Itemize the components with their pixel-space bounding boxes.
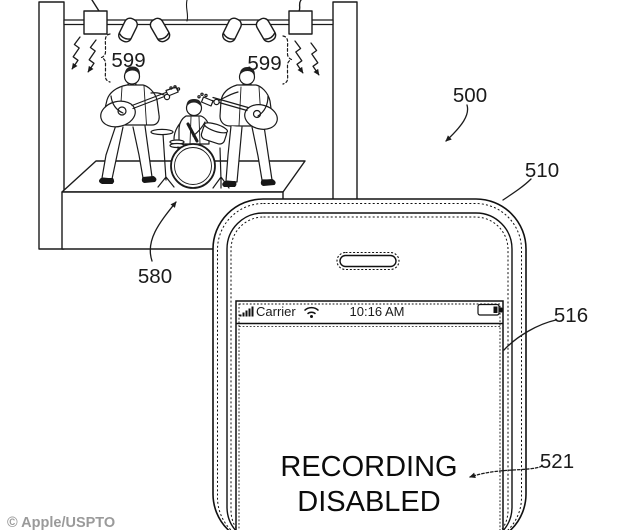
phone-outer-shell (212, 198, 527, 530)
emitter-box-right-icon (288, 10, 313, 35)
lighting-truss (63, 19, 334, 26)
signal-bars-icon (239, 306, 254, 317)
wifi-icon (303, 306, 320, 318)
signal-wave-arrow-icon (71, 36, 97, 73)
ref-599-left: 599 (111, 49, 145, 72)
ref-521: 521 (540, 450, 574, 473)
ref-516: 516 (554, 304, 588, 327)
leader-580 (149, 201, 177, 262)
signal-wave-arrow-icon (294, 40, 320, 76)
emitter-box-left-icon (83, 10, 108, 35)
stage-light-icon (118, 17, 138, 43)
brace-left (100, 33, 111, 83)
ref-580: 580 (138, 265, 172, 288)
offframe-leader-center (185, 0, 189, 22)
recording-disabled-line1: RECORDING (280, 451, 457, 483)
offframe-leader-right (298, 0, 302, 12)
ref-510: 510 (525, 159, 559, 182)
speaker-slot-inner (339, 254, 397, 268)
offframe-leader-left (91, 0, 100, 12)
phone-outer-shell-dotted (217, 203, 522, 530)
stage-light-icon (222, 17, 242, 43)
leader-510 (502, 178, 532, 201)
clock-label: 10:16 AM (350, 304, 405, 319)
stage-light-icon (255, 17, 277, 43)
leader-500 (445, 104, 469, 142)
brace-right (282, 35, 293, 85)
guitarist-left (98, 66, 181, 184)
recording-disabled-line2: DISABLED (297, 486, 440, 518)
phone-screen (235, 300, 504, 530)
battery-icon (477, 303, 503, 316)
drummer (150, 99, 230, 189)
phone-front-face (226, 212, 513, 530)
ref-599-right: 599 (247, 52, 281, 75)
carrier-label: Carrier (256, 304, 296, 319)
guitarist-right (197, 67, 278, 187)
stage-post-left (38, 1, 65, 250)
credit-watermark: © Apple/USPTO (7, 515, 115, 530)
speaker-slot-icon (336, 251, 400, 271)
ref-500: 500 (453, 84, 487, 107)
leader-516 (503, 319, 557, 351)
phone-front-face-dotted (230, 216, 509, 530)
leader-521 (469, 465, 543, 478)
phone-screen-dotted (238, 303, 501, 530)
phone-device (212, 198, 527, 530)
stage-post-right (332, 1, 358, 208)
stage-light-icon (149, 17, 171, 43)
